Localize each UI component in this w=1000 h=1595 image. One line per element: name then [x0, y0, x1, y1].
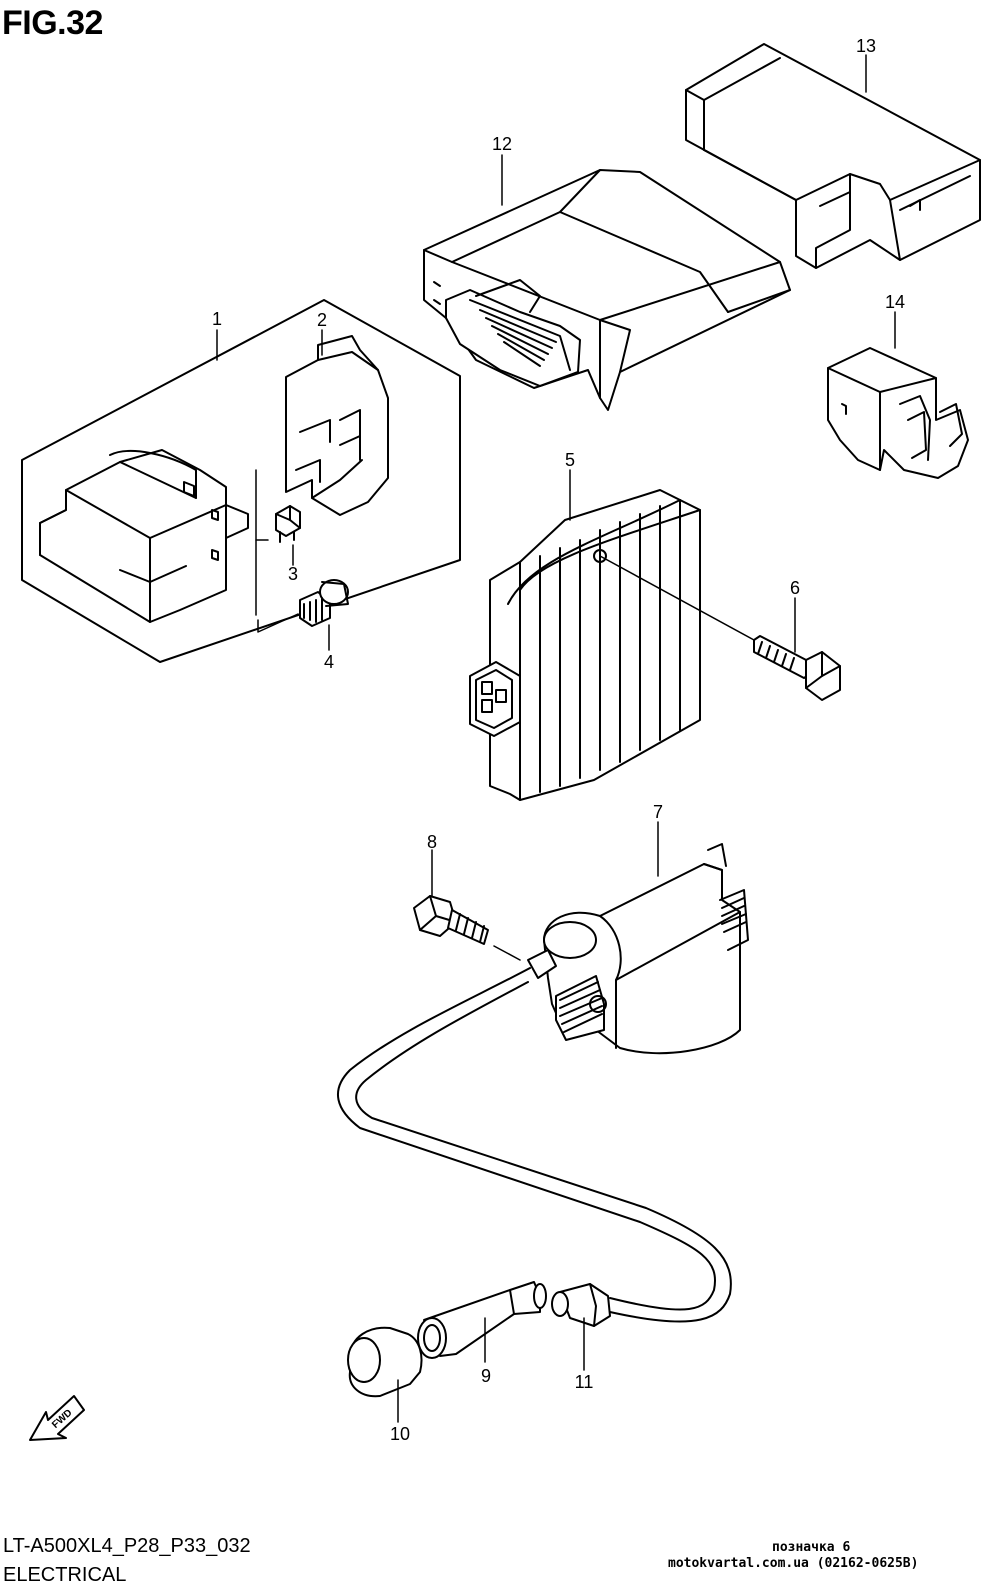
watermark-line-1: позначка 6 [772, 1540, 851, 1555]
regulator-bolt [753, 635, 841, 701]
ignition-coil [527, 843, 749, 1055]
callout-14: 14 [885, 292, 905, 312]
model-code: LT-A500XL4_P28_P33_032 [3, 1535, 251, 1557]
coil-bolt [413, 895, 489, 945]
section-name: ELECTRICAL [3, 1564, 127, 1586]
callout-13: 13 [856, 36, 876, 56]
fwd-arrow-icon: FWD [29, 1395, 85, 1441]
callout-leaders [216, 54, 896, 1423]
coil-bolt-guide-line [493, 945, 521, 961]
watermark-line-2: motokvartal.com.ua (02162-0625B) [668, 1556, 919, 1571]
cable-seal [551, 1283, 611, 1327]
ecm-unit [423, 169, 791, 411]
high-tension-cable [337, 967, 732, 1323]
turn-signal-module [827, 347, 969, 479]
callout-10: 10 [390, 1424, 410, 1444]
callout-5: 5 [565, 450, 575, 470]
callout-6: 6 [790, 578, 800, 598]
callout-12: 12 [492, 134, 512, 154]
callout-2: 2 [317, 310, 327, 330]
figure-title: FIG.32 [2, 4, 103, 42]
small-bolt [299, 579, 349, 627]
relay-assembly-outline [21, 299, 461, 663]
fuse-holder [285, 335, 389, 516]
callout-9: 9 [481, 1366, 491, 1386]
group-guide-lines [255, 469, 299, 633]
blade-fuse [275, 505, 301, 543]
regulator-rectifier [469, 489, 701, 801]
plug-cover [347, 1326, 423, 1398]
callout-3: 3 [288, 564, 298, 584]
callout-4: 4 [324, 652, 334, 672]
callout-11: 11 [575, 1372, 594, 1392]
ecm-cover [685, 43, 981, 269]
callout-7: 7 [653, 802, 663, 822]
callout-8: 8 [427, 832, 437, 852]
callout-1: 1 [212, 309, 222, 329]
bolt-guide-line [599, 555, 755, 641]
relay-body [39, 449, 249, 623]
callout-labels: 1 2 3 4 5 6 7 8 9 10 11 12 13 14 [212, 36, 905, 1444]
spark-plug-cap [417, 1281, 547, 1359]
